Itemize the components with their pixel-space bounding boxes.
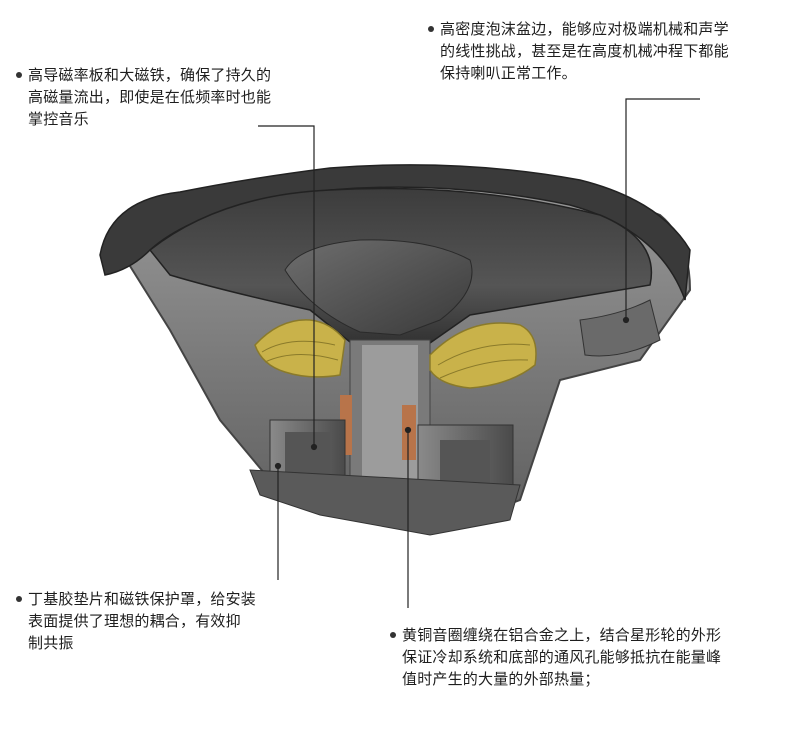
gasket-ring — [579, 299, 661, 357]
bullet-icon — [390, 632, 396, 638]
annotation-line: 高密度泡沫盆边，能够应对极端机械和声学 — [440, 20, 729, 38]
leader-lines — [258, 98, 700, 608]
spider-left — [254, 319, 346, 378]
annotation-voice-coil: 黄铜音圈缠绕在铝合金之上，结合星形轮的外形 保证冷却系统和底部的通风孔能够抵抗在… — [390, 624, 722, 690]
annotation-line: 高磁量流出，即使是在低频率时也能 — [28, 88, 272, 106]
annotation-line: 制共振 — [28, 634, 74, 652]
annotation-line: 表面提供了理想的耦合，有效抑 — [28, 612, 241, 630]
annotation-surround: 高密度泡沫盆边，能够应对极端机械和声学 的线性挑战，甚至是在高度机械冲程下都能 … — [428, 18, 729, 84]
bottom-plate — [249, 469, 521, 536]
bullet-icon — [428, 26, 434, 32]
bullet-icon — [16, 596, 22, 602]
leader-surround — [625, 98, 700, 318]
dust-cap — [284, 239, 473, 336]
annotation-line: 丁基胶垫片和磁铁保护罩，给安装 — [28, 590, 257, 608]
annotation-line: 保持喇叭正常工作。 — [440, 64, 577, 82]
annotation-magnet: 高导磁率板和大磁铁，确保了持久的 高磁量流出，即使是在低频率时也能 掌控音乐 — [16, 64, 272, 130]
annotation-line: 的线性挑战，甚至是在高度机械冲程下都能 — [440, 42, 729, 60]
annotation-line: 黄铜音圈缠绕在铝合金之上，结合星形轮的外形 — [402, 626, 722, 644]
annotation-line: 值时产生的大量的外部热量； — [402, 670, 600, 688]
annotation-line: 保证冷却系统和底部的通风孔能够抵抗在能量峰 — [402, 648, 722, 666]
annotation-line: 高导磁率板和大磁铁，确保了持久的 — [28, 66, 272, 84]
bullet-icon — [16, 72, 22, 78]
annotation-line: 掌控音乐 — [28, 110, 89, 128]
annotation-gasket: 丁基胶垫片和磁铁保护罩，给安装 表面提供了理想的耦合，有效抑 制共振 — [16, 588, 257, 654]
leader-magnet — [258, 125, 315, 445]
